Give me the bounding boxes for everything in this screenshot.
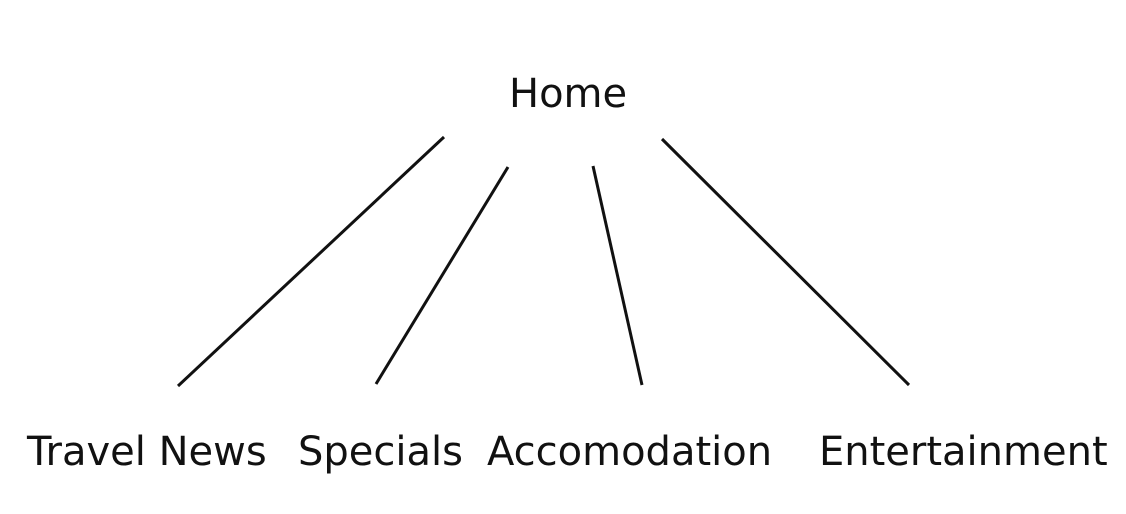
edge-home-entertainment (660, 137, 911, 387)
edge-home-specials (374, 166, 510, 385)
edge-home-accomodation (591, 165, 644, 386)
edge-home-travel-news (176, 135, 446, 388)
child-node-accomodation: Accomodation (487, 429, 773, 475)
child-node-travel-news: Travel News (27, 429, 267, 475)
child-node-entertainment: Entertainment (819, 429, 1108, 475)
root-node-home: Home (509, 71, 628, 117)
child-node-specials: Specials (298, 429, 463, 475)
